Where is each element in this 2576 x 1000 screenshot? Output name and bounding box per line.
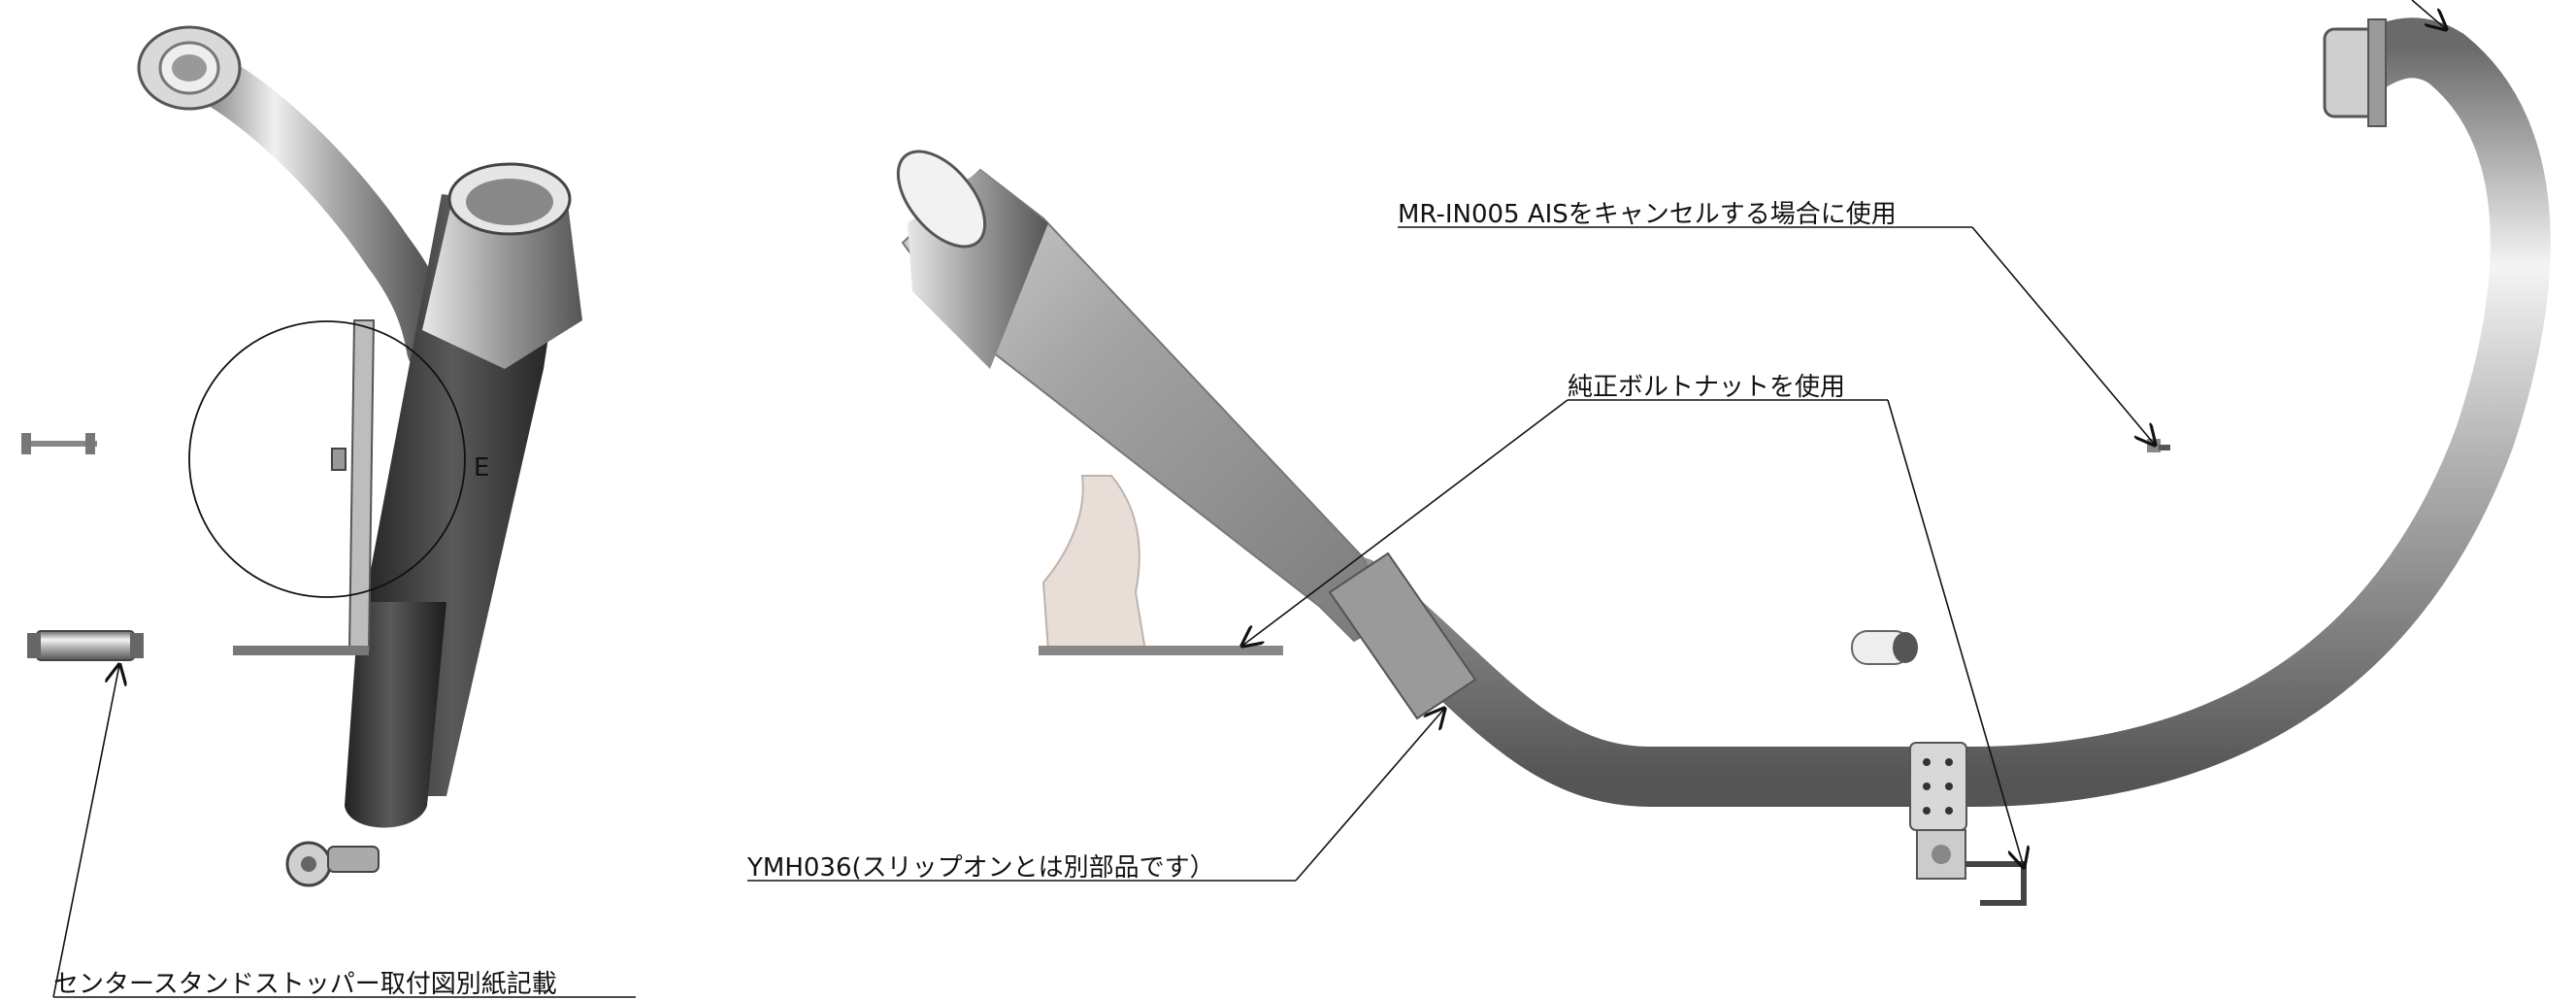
ais-cap-part [2147, 439, 2170, 452]
left-base-plate [233, 646, 369, 655]
left-bracket-plate [347, 319, 376, 651]
callout-ais-cancel: MR-IN005 AISをキャンセルする場合に使用 [1398, 200, 2155, 445]
left-view: E [137, 25, 582, 887]
right-muffler-outlet [896, 150, 987, 249]
right-exhaust-pipe [1329, 17, 2551, 807]
callout-oem-bolt-nut-text: 純正ボルトナットを使用 [1568, 373, 1845, 402]
left-muffler-lower [345, 602, 446, 828]
left-muffler-cone [422, 204, 582, 369]
small-bracket-part [21, 433, 97, 454]
left-header-flange [137, 25, 242, 111]
callout-center-stand-text: センタースタンドストッパー取付図別紙記載 [53, 970, 557, 999]
callout-ais-cancel-text: MR-IN005 AISをキャンセルする場合に使用 [1398, 200, 1897, 229]
detail-circle-e [188, 320, 466, 598]
small-pipe-part [1851, 630, 1918, 665]
right-view [896, 17, 2551, 906]
right-header-flange [2323, 18, 2387, 127]
center-stand-stopper-part [27, 630, 144, 661]
callout-slip-on-note: YMH036(スリップオンとは別部品です） [746, 709, 1444, 883]
detail-letter: E [474, 453, 489, 483]
callout-oem-bolt-nut: 純正ボルトナットを使用 [1242, 373, 2024, 867]
slip-on-sleeve [1328, 551, 1477, 720]
pipe-clamp-band [1909, 742, 2027, 906]
callout-top-right-leader [2411, 0, 2446, 29]
left-header-pipe [164, 43, 457, 375]
callout-center-stand: センタースタンドストッパー取付図別紙記載 [52, 665, 636, 999]
right-mounting-bracket [1041, 475, 1147, 651]
left-bottom-hanger [285, 841, 380, 887]
callout-slip-on-note-text: YMH036(スリップオンとは別部品です） [746, 853, 1215, 883]
right-base-plate [1039, 646, 1283, 655]
